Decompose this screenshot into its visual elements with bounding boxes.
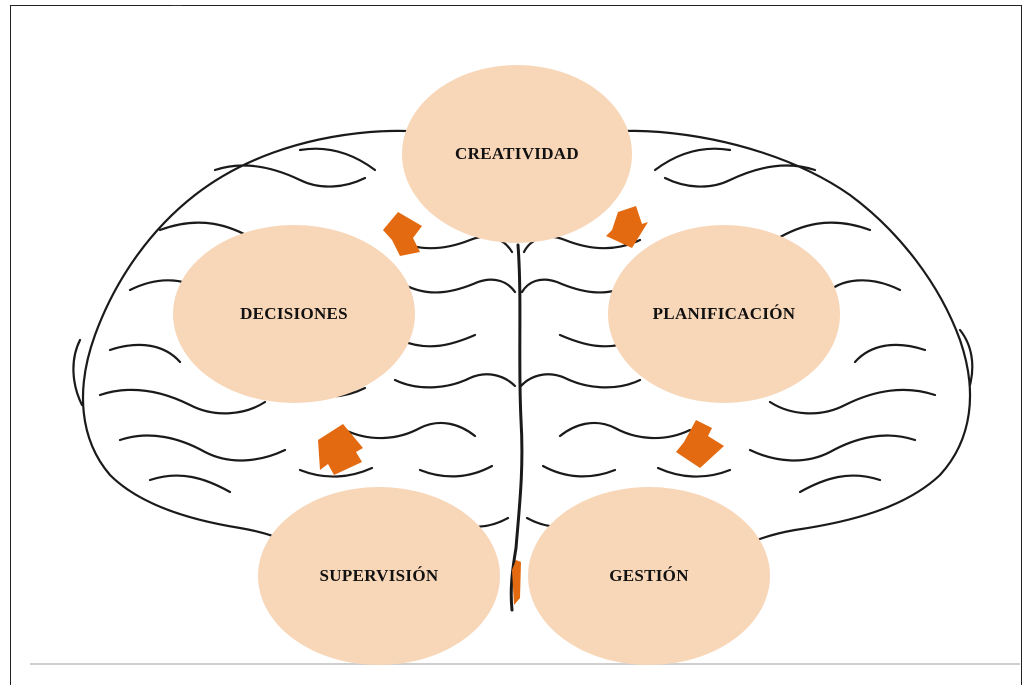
node-supervision: SUPERVISIÓN xyxy=(258,487,500,665)
arrow-gestion-supervision xyxy=(512,560,521,605)
arrow-planificacion-gestion xyxy=(676,420,724,468)
central-fissure xyxy=(509,243,524,612)
figure-frame xyxy=(10,5,1022,685)
node-label: GESTIÓN xyxy=(609,566,689,585)
arrow-decisiones-creatividad xyxy=(383,212,422,256)
node-decisiones: DECISIONES xyxy=(173,225,415,403)
arrow-supervision-decisiones xyxy=(318,424,363,475)
node-label: PLANIFICACIÓN xyxy=(652,304,796,323)
top-tick xyxy=(172,0,182,6)
node-planificacion: PLANIFICACIÓN xyxy=(608,225,840,403)
node-label: DECISIONES xyxy=(240,304,348,323)
arrow-creatividad-planificacion xyxy=(606,206,648,248)
brain-outline xyxy=(81,129,972,564)
node-label: CREATIVIDAD xyxy=(455,144,579,163)
node-gestion: GESTIÓN xyxy=(528,487,770,665)
node-creatividad: CREATIVIDAD xyxy=(402,65,632,243)
bottom-divider xyxy=(30,663,1020,665)
node-label: SUPERVISIÓN xyxy=(319,566,439,585)
